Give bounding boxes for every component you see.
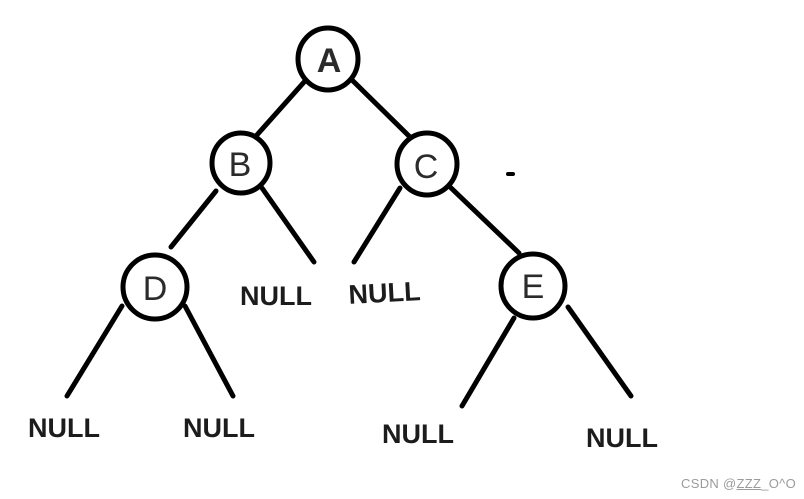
- null-leaf-label: NULL: [183, 413, 255, 443]
- null-leaf-label: NULL: [28, 413, 100, 443]
- edge-b-null-right: [259, 185, 317, 265]
- null-leaf-label: NULL: [382, 419, 454, 449]
- node-d-label: D: [143, 270, 168, 308]
- node-c-circle: [394, 130, 460, 198]
- watermark-suffix: _O^O: [761, 476, 796, 491]
- node-b-label: B: [229, 146, 252, 184]
- edge-a-c: [348, 76, 414, 141]
- node-e-circle: [498, 251, 568, 321]
- watermark-handle: ZZZ: [736, 476, 762, 491]
- node-d-circle: [120, 252, 190, 322]
- edge-b-d: [168, 188, 219, 250]
- node-e-label: E: [522, 268, 545, 306]
- watermark-prefix: CSDN @: [681, 476, 737, 491]
- node-b-circle: [209, 130, 273, 196]
- edge-a-b: [253, 78, 308, 139]
- null-leaf-label: NULL: [586, 423, 658, 453]
- null-leaf-label: NULL: [348, 276, 421, 310]
- watermark: CSDN @ZZZ_O^O: [681, 476, 796, 491]
- edge-c-e: [446, 183, 522, 256]
- edge-d-null-right: [182, 303, 236, 399]
- edge-d-null-left: [64, 303, 125, 399]
- edge-c-null-left: [351, 185, 403, 265]
- edge-e-null-left: [459, 315, 517, 409]
- edge-e-null-right: [565, 304, 634, 399]
- node-a-label: A: [317, 42, 342, 80]
- node-c-label: C: [414, 148, 439, 186]
- node-a-circle: [295, 25, 361, 93]
- null-leaf-label: NULL: [240, 281, 312, 311]
